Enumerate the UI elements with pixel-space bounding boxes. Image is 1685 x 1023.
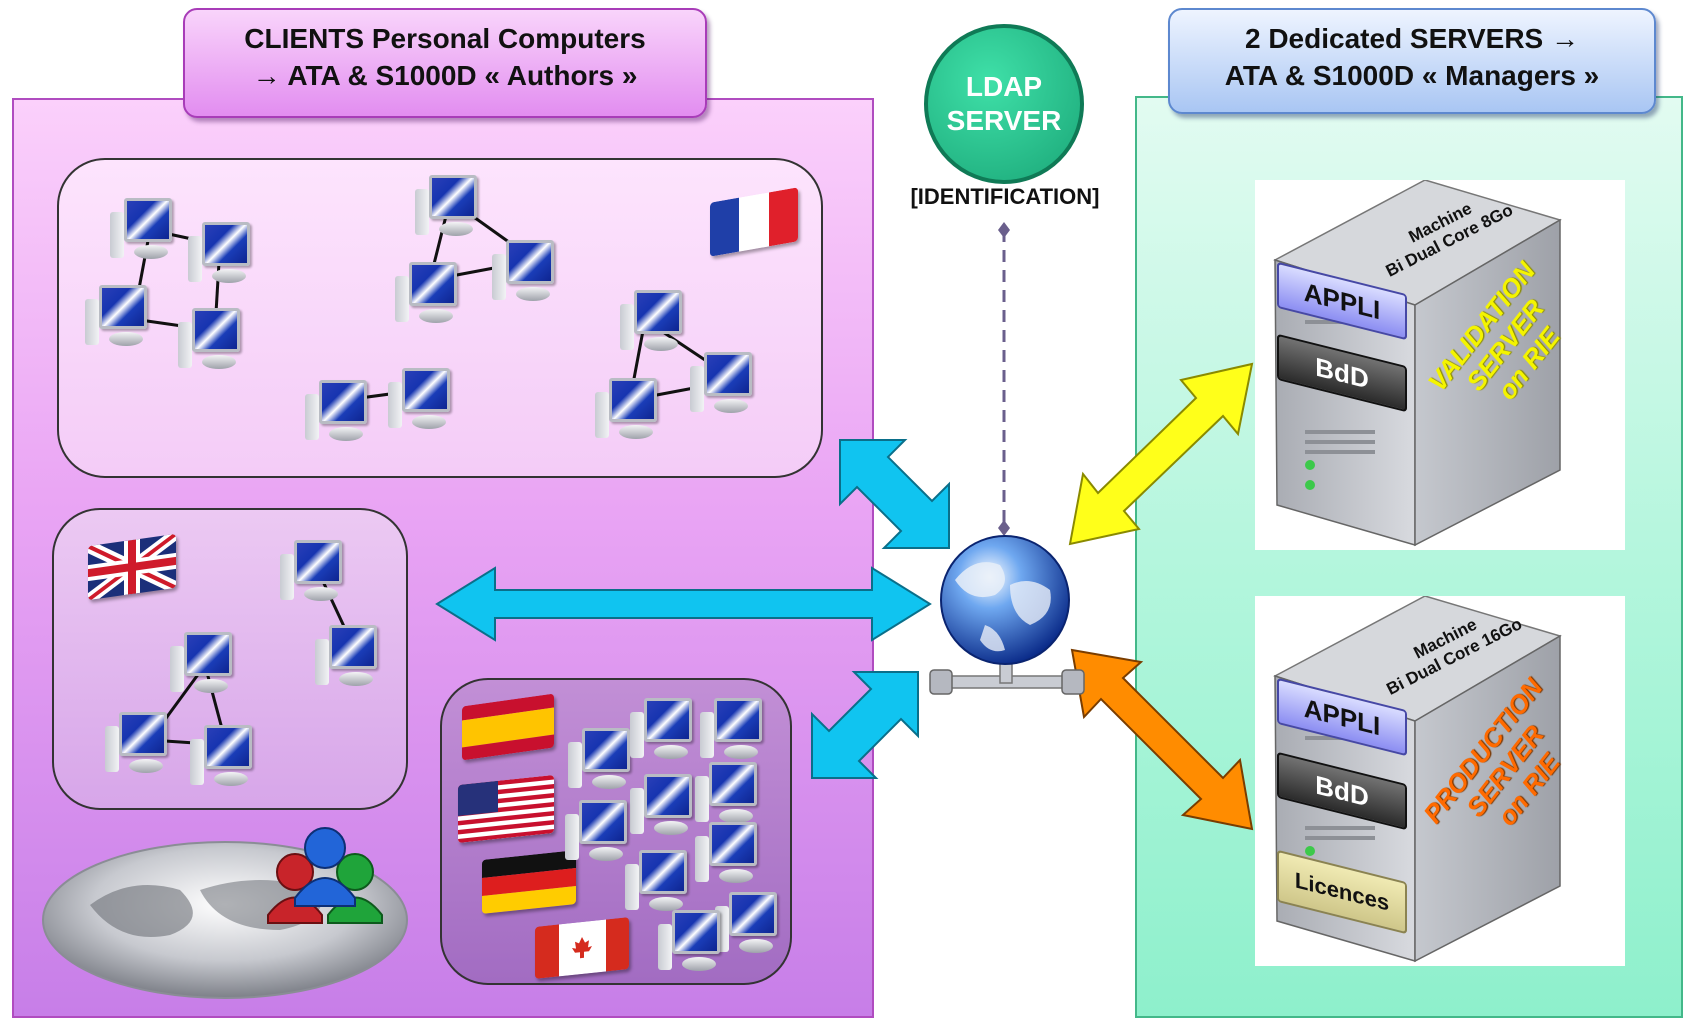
- germany-flag: [482, 850, 576, 914]
- computer-icon: [190, 725, 260, 795]
- computer-icon: [188, 222, 258, 292]
- validation-server: Machine Bi Dual Core 8Go APPLI BdD VALID…: [1255, 179, 1625, 550]
- united-states-flag: [458, 774, 554, 844]
- computer-icon: [395, 262, 465, 332]
- arrow-uk-cluster: [435, 566, 932, 642]
- computer-icon: [315, 625, 385, 695]
- arrow-international-cluster: [811, 671, 919, 779]
- network-hub-globe-icon: [929, 535, 1085, 695]
- arrow-validation-server: [1068, 362, 1254, 546]
- arrow-production-server: [1070, 648, 1254, 831]
- ldap-line2: SERVER: [946, 105, 1062, 136]
- computer-icon: [630, 774, 700, 844]
- clients-title-line2: → ATA & S1000D « Authors »: [252, 60, 638, 91]
- computer-icon: [415, 175, 485, 245]
- computer-icon: [700, 698, 770, 768]
- ldap-line1: LDAP: [965, 71, 1043, 102]
- canada-flag: [535, 917, 629, 979]
- computer-icon: [565, 800, 635, 870]
- servers-title-line2: ATA & S1000D « Managers »: [1224, 60, 1600, 91]
- computer-icon: [690, 352, 760, 422]
- computer-icon: [695, 822, 765, 892]
- computer-icon: [492, 240, 562, 310]
- servers-panel-title: 2 Dedicated SERVERS → ATA & S1000D « Man…: [1168, 8, 1656, 114]
- computer-icon: [620, 290, 690, 360]
- computer-icon: [305, 380, 375, 450]
- computer-icon: [595, 378, 665, 448]
- clients-title-line1: CLIENTS Personal Computers: [244, 23, 646, 54]
- computer-icon: [388, 368, 458, 438]
- clients-panel-title: CLIENTS Personal Computers → ATA & S1000…: [183, 8, 707, 118]
- computer-icon: [110, 198, 180, 268]
- arrow-france-cluster: [839, 439, 950, 549]
- computer-icon: [178, 308, 248, 378]
- production-server: Machine Bi Dual Core 16Go APPLI BdD Lice…: [1255, 595, 1625, 966]
- united-kingdom-flag: [88, 533, 176, 601]
- computer-icon: [695, 762, 765, 832]
- server-tower-icon: [1273, 179, 1562, 547]
- computer-icon: [280, 540, 350, 610]
- ldap-server-circle: LDAP SERVER: [924, 24, 1084, 184]
- computer-icon: [625, 850, 695, 920]
- servers-title-line1: 2 Dedicated SERVERS →: [1244, 23, 1580, 54]
- computer-icon: [658, 910, 728, 980]
- ldap-link-bottom-diamond: [998, 520, 1010, 536]
- client-arrows: [435, 439, 950, 779]
- computer-icon: [568, 728, 638, 798]
- computer-icon: [105, 712, 175, 782]
- computer-icon: [630, 698, 700, 768]
- authors-world-icon: [42, 827, 408, 999]
- computer-icon: [715, 892, 785, 962]
- computer-icon: [85, 285, 155, 355]
- ldap-link-top-diamond: [998, 222, 1010, 238]
- computer-icon: [170, 632, 240, 702]
- identification-caption: [IDENTIFICATION]: [910, 184, 1100, 209]
